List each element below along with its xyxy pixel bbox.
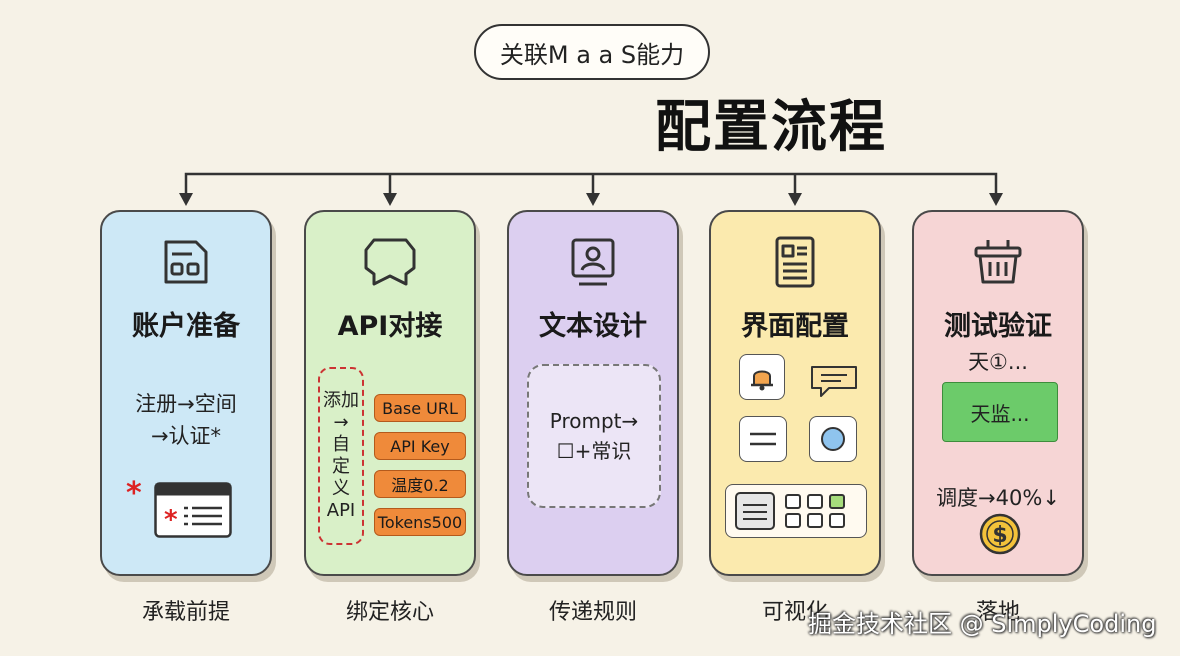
arrow-head (989, 193, 1003, 206)
document-icon (775, 236, 815, 288)
card-title: 账户准备 (132, 311, 240, 342)
svg-text:*: * (164, 505, 178, 535)
widget-grid-icon (735, 492, 845, 530)
card-line: 注册→空间 (135, 392, 237, 416)
card-line: Prompt→ (549, 409, 639, 433)
card-account-prep: 账户准备 注册→空间 →认证* * * (100, 210, 272, 576)
base-url-tag: Base URL (374, 394, 466, 422)
vertical-text: 定 (332, 456, 350, 477)
vertical-text: 添加 (323, 390, 359, 411)
vertical-text: 自 (332, 434, 350, 455)
card-title: 测试验证 (944, 311, 1052, 342)
pill-label: 关联M a a S能力 (499, 40, 685, 69)
card-title: 文本设计 (539, 311, 647, 342)
toggle-tile (809, 416, 857, 462)
form-icon (164, 240, 208, 284)
coin-icon: $ (979, 513, 1021, 555)
connector-bar (184, 172, 998, 196)
api-key-tag: API Key (374, 432, 466, 460)
vertical-text: → (333, 412, 349, 433)
temperature-tag: 温度0.2 (374, 470, 466, 498)
card-title: 界面配置 (741, 311, 849, 342)
custom-api-box: 添加 → 自 定 义 API (318, 367, 364, 545)
basket-icon (974, 240, 1022, 284)
card-test-verify: 测试验证 天①... 天监... 调度→40%↓ $ (912, 210, 1084, 576)
arrow-head (788, 193, 802, 206)
bottom-label: 落地 (975, 600, 1020, 625)
card-line: 天①... (968, 350, 1028, 374)
watermark: 掘金技术社区 @ SimplyCoding (808, 610, 1157, 638)
card-line: →认证* (150, 424, 222, 448)
profile-icon (571, 238, 615, 286)
bell-tile (739, 354, 785, 400)
vertical-text: API (326, 500, 356, 521)
frame-icon (364, 238, 416, 286)
monitor-button: 天监... (942, 382, 1058, 442)
menu-tile (739, 416, 787, 462)
bottom-label: 承载前提 (141, 600, 230, 625)
chat-bubble-icon (811, 366, 857, 397)
bottom-label: 可视化 (761, 600, 828, 625)
arrow-head (383, 193, 397, 206)
coin-symbol: $ (992, 523, 1007, 548)
bell-icon (751, 370, 773, 391)
card-line: ☐+常识 (556, 439, 632, 463)
vertical-text: 义 (332, 478, 350, 499)
widget-panel (725, 484, 867, 538)
page-title: 配置流程 (655, 95, 887, 160)
tokens-tag: Tokens500 (374, 508, 466, 536)
bottom-label: 绑定核心 (345, 600, 434, 625)
signup-form-icon: * (154, 482, 232, 538)
card-title: API对接 (337, 311, 443, 342)
bottom-label: 传递规则 (548, 600, 637, 625)
required-asterisk: * (126, 476, 142, 511)
menu-icon (750, 432, 776, 446)
circle-button-icon (821, 427, 845, 451)
card-text-design: 文本设计 Prompt→ ☐+常识 (507, 210, 679, 576)
capability-pill: 关联M a a S能力 (474, 24, 710, 80)
card-api-integration: API对接 添加 → 自 定 义 API Base URL API Key 温度… (304, 210, 476, 576)
prompt-box: Prompt→ ☐+常识 (527, 364, 661, 508)
arrow-head (179, 193, 193, 206)
card-ui-config: 界面配置 (709, 210, 881, 576)
card-text: 注册→空间 →认证* (102, 388, 270, 452)
arrow-head (586, 193, 600, 206)
card-line: 调度→40%↓ (936, 486, 1060, 510)
